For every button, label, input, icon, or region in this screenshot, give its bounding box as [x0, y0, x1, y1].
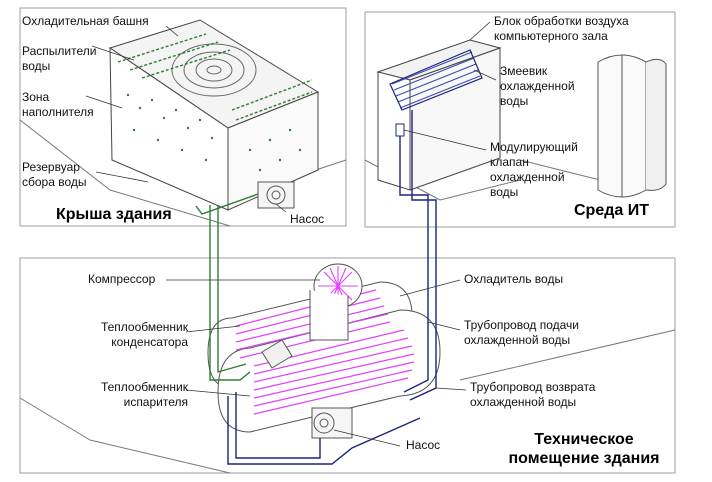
label-condenser-hx: Теплообменник конденсатора	[100, 320, 188, 349]
label-collection-basin: Резервуар сбора воды	[22, 160, 87, 189]
machine-room-lines	[19, 329, 676, 474]
label-compressor: Компрессор	[88, 272, 156, 286]
section-title-it: Среда ИТ	[574, 202, 649, 219]
roof-pump	[257, 181, 295, 209]
label-evaporator-hx: Теплообменник испарителя	[100, 380, 188, 409]
label-fill-zone: Зона наполнителя	[22, 90, 94, 119]
label-cooling-tower: Охладительная башня	[22, 14, 149, 28]
section-title-machine-room: Техническое помещение здания	[494, 430, 674, 468]
section-title-roof: Крыша здания	[56, 206, 172, 223]
server-racks	[597, 54, 667, 198]
label-modulating-valve: Модулирующий клапан охлажденной воды	[490, 140, 578, 199]
water-chiller	[207, 263, 441, 433]
it-panel-frame	[364, 11, 676, 228]
label-crah-unit: Блок обработки воздуха компьютерного зал…	[494, 14, 629, 43]
section-title-machine-room-line1: Техническое	[534, 431, 634, 448]
leader-lines	[85, 21, 497, 447]
section-title-machine-room-line2: помещение здания	[508, 450, 660, 467]
roof-panel-frame	[19, 7, 347, 227]
label-return-pipe: Трубопровод возврата охлажденной воды	[470, 380, 596, 409]
label-chilled-water-coil: Змеевик охлажденной воды	[500, 64, 575, 108]
condenser-water-loop	[195, 193, 259, 381]
label-water-sprayers: Распылители воды	[22, 44, 97, 73]
machine-room-pump	[311, 407, 353, 439]
label-pump-room: Насос	[406, 438, 441, 452]
cooling-tower	[108, 19, 320, 211]
crah-unit	[376, 39, 502, 191]
machine-room-panel-frame	[19, 257, 676, 474]
label-water-chiller: Охладитель воды	[464, 272, 564, 286]
chilled-water-loop	[227, 110, 437, 465]
label-supply-pipe: Трубопровод подачи охлажденной воды	[464, 318, 579, 347]
label-pump-roof: Насос	[290, 212, 325, 226]
